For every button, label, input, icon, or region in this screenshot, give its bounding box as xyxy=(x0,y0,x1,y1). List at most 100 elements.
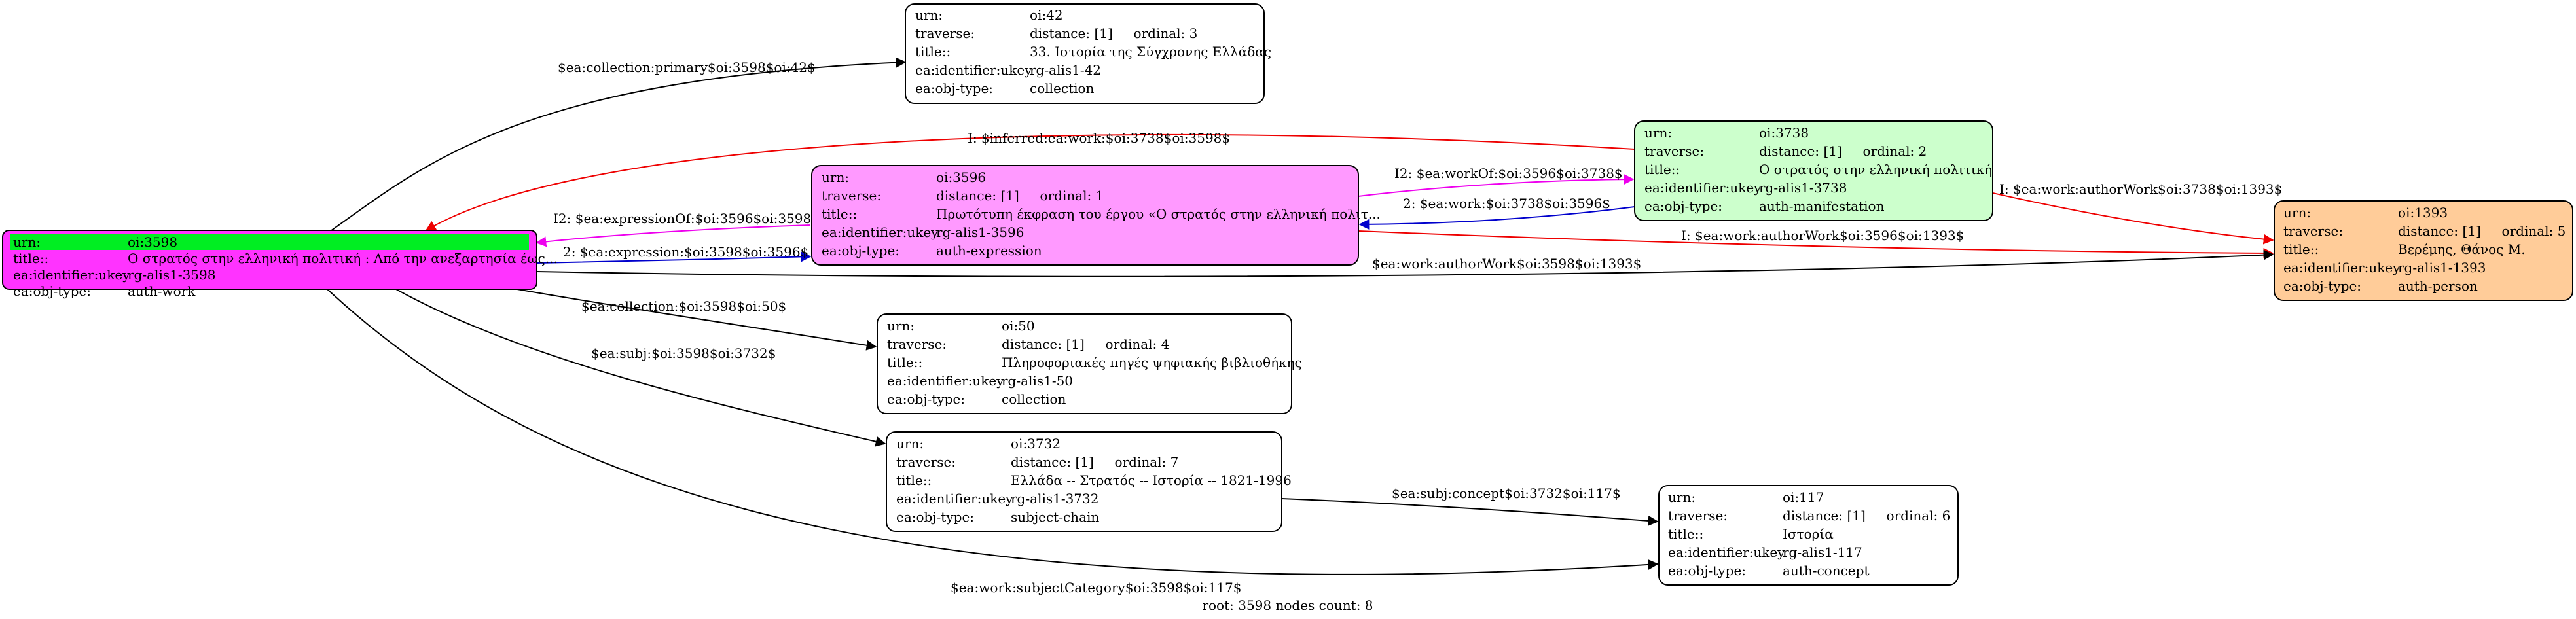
node-traverse: distance: [1] ordinal: 7 xyxy=(1011,454,1178,470)
node-ukey: rg-alis1-3732 xyxy=(1011,491,1098,506)
node-urn: oi:50 xyxy=(1002,318,1035,334)
node-oi-42[interactable]: urn: oi:42 traverse: distance: [1] ordin… xyxy=(905,3,1271,104)
edge-label-subject-category: $ea:work:subjectCategory$oi:3598$oi:117$ xyxy=(951,580,1241,595)
node-oi-3596[interactable]: urn: oi:3596 traverse: distance: [1] ord… xyxy=(811,165,1381,266)
field-label: traverse: xyxy=(2283,223,2343,239)
edge-expression xyxy=(536,251,812,264)
edge-label-author-work: $ea:work:authorWork$oi:3598$oi:1393$ xyxy=(1372,256,1641,272)
edge-author-work-expression xyxy=(1358,230,2274,258)
node-urn: oi:117 xyxy=(1783,489,1824,505)
node-title: Πρωτότυπη έκφραση του έργου «Ο στρατός σ… xyxy=(936,206,1381,222)
edge-expression-of xyxy=(535,224,811,247)
field-label: urn: xyxy=(822,169,849,185)
edge-label-inferred-work: I: $inferred:ea:work:$oi:3738$oi:3598$ xyxy=(968,130,1230,146)
node-objtype: collection xyxy=(1002,391,1066,407)
field-label: title:: xyxy=(13,251,48,266)
edge-subject-category xyxy=(327,289,1659,575)
edge-label-expression-of: I2: $ea:expressionOf:$oi:3596$oi:3598$ xyxy=(553,211,820,226)
edge-inferred-work xyxy=(425,133,1635,231)
node-objtype: collection xyxy=(1030,80,1095,96)
node-urn: oi:3598 xyxy=(128,234,177,250)
field-label: urn: xyxy=(1668,489,1696,505)
node-title: Πληροφοριακές πηγές ψηφιακής βιβλιοθήκης xyxy=(1002,355,1302,370)
field-label: title:: xyxy=(1644,162,1680,177)
field-label: ea:identifier:ukey xyxy=(1668,544,1785,560)
edge-work-of xyxy=(1358,174,1635,197)
edge-collection-primary xyxy=(330,57,907,232)
node-urn: oi:1393 xyxy=(2398,205,2448,221)
node-oi-117[interactable]: urn: oi:117 traverse: distance: [1] ordi… xyxy=(1658,485,1959,586)
node-box xyxy=(877,313,1292,414)
field-label: ea:identifier:ukey xyxy=(915,62,1032,78)
field-label: ea:identifier:ukey xyxy=(2283,260,2401,275)
edge-label-expression: 2: $ea:expression:$oi:3598$oi:3596$ xyxy=(563,244,808,260)
node-box xyxy=(2274,200,2573,301)
node-title: 33. Ιστορία της Σύγχρονης Ελλάδας xyxy=(1030,44,1271,60)
node-traverse: distance: [1] ordinal: 4 xyxy=(1002,336,1169,352)
field-label: ea:identifier:ukey xyxy=(887,373,1004,389)
node-oi-3732[interactable]: urn: oi:3732 traverse: distance: [1] ord… xyxy=(886,431,1292,532)
node-ukey: rg-alis1-42 xyxy=(1030,62,1101,78)
edge-label-author-work-expression: I: $ea:work:authorWork$oi:3596$oi:1393$ xyxy=(1681,228,1964,243)
field-label: ea:obj-type: xyxy=(822,243,899,258)
edge-label-subject-concept: $ea:subj:concept$oi:3732$oi:117$ xyxy=(1392,486,1621,501)
node-oi-3738[interactable]: urn: oi:3738 traverse: distance: [1] ord… xyxy=(1634,120,1993,221)
node-traverse: distance: [1] ordinal: 3 xyxy=(1030,26,1197,41)
node-objtype: auth-manifestation xyxy=(1759,198,1885,214)
node-oi-3598[interactable]: urn: oi:3598 title:: Ο στρατός στην ελλη… xyxy=(2,230,558,299)
node-urn-highlight xyxy=(10,234,529,250)
node-title: Ελλάδα -- Στρατός -- Ιστορία -- 1821-199… xyxy=(1011,472,1292,488)
node-box xyxy=(1658,485,1959,586)
edge-label-work-of: I2: $ea:workOf:$oi:3596$oi:3738$ xyxy=(1394,166,1623,181)
node-box xyxy=(886,431,1282,532)
field-label: urn: xyxy=(915,7,943,23)
field-label: ea:obj-type: xyxy=(1644,198,1722,214)
edge-author-work xyxy=(536,249,2274,277)
field-label: title:: xyxy=(896,472,932,488)
field-label: urn: xyxy=(2283,205,2311,221)
edges: $ea:collection:primary$oi:3598$oi:42$ I:… xyxy=(327,57,2282,595)
field-label: ea:obj-type: xyxy=(13,283,91,299)
node-ukey: rg-alis1-3596 xyxy=(936,224,1024,240)
node-ukey: rg-alis1-50 xyxy=(1002,373,1073,389)
node-traverse: distance: [1] ordinal: 5 xyxy=(2398,223,2566,239)
field-label: ea:identifier:ukey xyxy=(1644,180,1762,196)
node-urn: oi:3732 xyxy=(1011,436,1061,451)
field-label: urn: xyxy=(13,234,41,250)
field-label: title:: xyxy=(887,355,922,370)
node-title: Βερέμης, Θάνος Μ. xyxy=(2398,241,2526,257)
field-label: traverse: xyxy=(896,454,956,470)
edge-subject-concept xyxy=(1281,498,1659,526)
node-oi-50[interactable]: urn: oi:50 traverse: distance: [1] ordin… xyxy=(877,313,1302,414)
edge-subject xyxy=(395,289,886,447)
field-label: ea:obj-type: xyxy=(887,391,965,407)
field-label: title:: xyxy=(822,206,857,222)
field-label: ea:obj-type: xyxy=(1668,563,1746,578)
node-oi-1393[interactable]: urn: oi:1393 traverse: distance: [1] ord… xyxy=(2274,200,2573,301)
node-box xyxy=(905,3,1265,104)
field-label: traverse: xyxy=(822,188,881,203)
node-urn: oi:42 xyxy=(1030,7,1063,23)
field-label: ea:obj-type: xyxy=(896,509,974,525)
node-objtype: subject-chain xyxy=(1011,509,1099,525)
field-label: ea:obj-type: xyxy=(2283,278,2361,294)
edge-work xyxy=(1358,206,1635,230)
node-ukey: rg-alis1-1393 xyxy=(2398,260,2486,275)
field-label: title:: xyxy=(915,44,951,60)
field-label: traverse: xyxy=(887,336,947,352)
field-label: ea:identifier:ukey xyxy=(896,491,1013,506)
node-urn: oi:3596 xyxy=(936,169,986,185)
edge-collection xyxy=(517,289,877,351)
edge-label-subject: $ea:subj:$oi:3598$oi:3732$ xyxy=(591,345,776,361)
node-objtype: auth-work xyxy=(128,283,196,299)
node-ukey: rg-alis1-117 xyxy=(1783,544,1862,560)
edge-label-collection: $ea:collection:$oi:3598$oi:50$ xyxy=(581,298,786,314)
node-traverse: distance: [1] ordinal: 2 xyxy=(1759,143,1927,159)
field-label: traverse: xyxy=(1668,508,1728,523)
field-label: ea:obj-type: xyxy=(915,80,993,96)
node-title: Ο στρατός στην ελληνική πολιτική : Από τ… xyxy=(128,251,558,266)
node-objtype: auth-expression xyxy=(936,243,1042,258)
node-objtype: auth-concept xyxy=(1783,563,1869,578)
field-label: urn: xyxy=(896,436,924,451)
